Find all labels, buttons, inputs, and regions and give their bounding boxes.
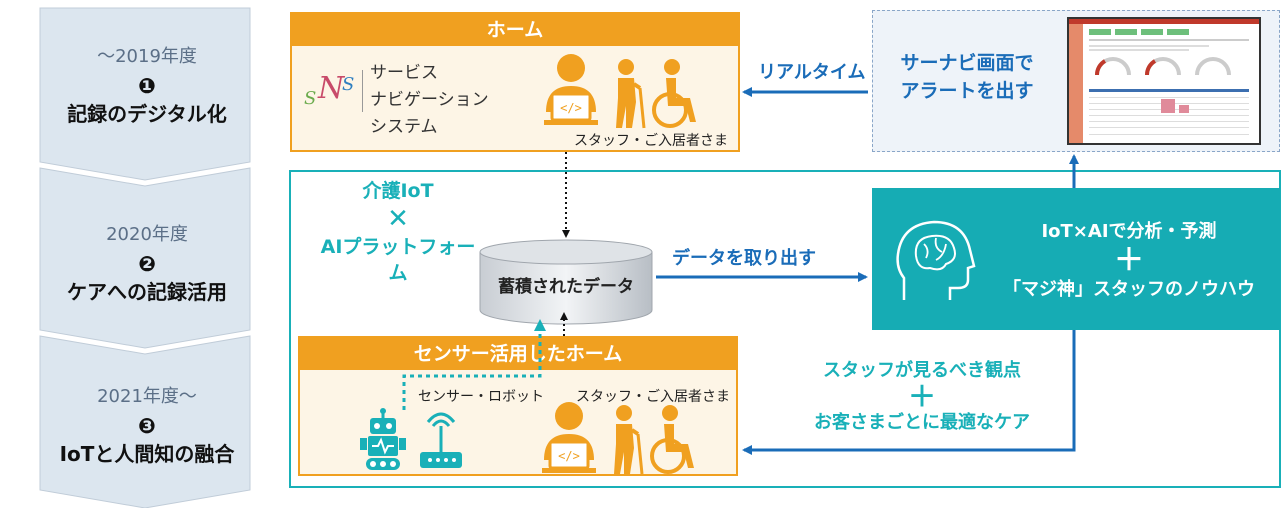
svg-text:</>: </> (558, 449, 580, 463)
extract-label: データを取り出す (672, 248, 816, 269)
phase-2: 2020年度 ❷ ケアへの記録活用 (18, 220, 276, 305)
phase-chevron-1 (39, 7, 251, 181)
svg-text:</>: </> (560, 101, 582, 115)
system-line: システム (370, 117, 438, 137)
wheelchair-icon (652, 59, 696, 128)
alert-line1: サーナビ画面で (900, 52, 1034, 74)
dashboard-thumbnail-graphic (1069, 19, 1259, 143)
alert-label: サーナビ画面で アラートを出す (873, 49, 1061, 105)
phase-year: 2020年度 (106, 224, 188, 245)
phase-1: ～2019年度 ❶ 記録のデジタル化 (18, 42, 276, 127)
phase-number: ❶ (138, 74, 156, 98)
sns-logo: S N S (300, 68, 360, 112)
platform-cross: ✕ (387, 204, 409, 234)
sns-logo-icon: S N S (304, 71, 354, 109)
database-icon (479, 239, 653, 325)
sensor-home-box: センサー活用したホーム センサー・ロボット スタッフ・ご入居者さま </> (298, 336, 738, 476)
phase-year: ～2019年度 (97, 46, 197, 67)
phase-title: 記録のデジタル化 (67, 102, 227, 126)
staff-laptop-icon: </> (544, 54, 598, 125)
sensor-data-path (402, 319, 546, 410)
feedback-line2: お客さまごとに最適なケア (814, 412, 1030, 433)
ai-plus: ＋ (1114, 243, 1144, 278)
ai-line2: 「マジ神」スタッフのノウハウ (1003, 279, 1255, 300)
robot-icon (360, 408, 406, 470)
system-line: ナビゲーション (370, 90, 489, 110)
alert-line2: アラートを出す (900, 80, 1034, 102)
alert-box: サーナビ画面で アラートを出す (872, 10, 1280, 152)
feedback-line1: スタッフが見るべき観点 (823, 360, 1021, 381)
phase-year: 2021年度～ (97, 386, 197, 407)
phase-chevrons (39, 7, 251, 508)
phase-title: IoTと人間知の融合 (59, 442, 235, 466)
ai-line1: IoT×AIで分析・予測 (1041, 221, 1217, 242)
phase-3: 2021年度～ ❸ IoTと人間知の融合 (18, 382, 276, 467)
feedback-arrow (742, 330, 1076, 455)
system-name: サービス ナビゲーション システム (370, 60, 489, 141)
phase-title: ケアへの記録活用 (67, 280, 227, 304)
wheelchair-icon (650, 405, 694, 474)
sensor-icon (420, 412, 462, 468)
ai-box: IoT×AIで分析・予測 ＋ 「マジ神」スタッフのノウハウ (872, 188, 1280, 330)
ai-box-text: IoT×AIで分析・予測 ＋ 「マジ神」スタッフのノウハウ (984, 218, 1274, 304)
elderly-cane-icon (614, 405, 644, 475)
home-people-caption: スタッフ・ご入居者さま (574, 133, 728, 149)
svg-text:N: N (317, 71, 346, 106)
system-line: サービス (370, 63, 438, 83)
feedback-label: スタッフが見るべき観点 ＋ お客さまごとに最適なケア (772, 358, 1072, 436)
svg-text:S: S (304, 88, 316, 109)
svg-text:S: S (342, 74, 354, 95)
home-box: ホーム S N S サービス ナビゲーション システム </> スタッフ・ご入居… (290, 12, 740, 152)
screen-thumbnail (1067, 17, 1261, 145)
home-title: ホーム (292, 14, 738, 46)
staff-laptop-icon: </> (542, 402, 596, 473)
platform-line1: 介護IoT (362, 180, 434, 202)
feedback-plus: ＋ (907, 380, 936, 413)
phase-chevron-2 (39, 167, 251, 349)
platform-label: 介護IoT ✕ AIプラットフォーム (318, 178, 478, 286)
sensor-caption: センサー・ロボット (418, 389, 544, 405)
platform-frame (289, 170, 1281, 488)
sensor-people-caption: スタッフ・ご入居者さま (576, 389, 730, 405)
platform-line2: AIプラットフォーム (320, 236, 476, 284)
phase-chevron-3 (39, 335, 251, 508)
logo-divider (362, 70, 363, 112)
realtime-label: リアルタイム (758, 62, 866, 83)
phase-number: ❷ (138, 252, 156, 276)
phase-number: ❸ (138, 414, 156, 438)
database-label: 蓄積されたデータ (498, 277, 634, 297)
brain-head-icon (896, 220, 976, 300)
elderly-cane-icon (616, 59, 646, 129)
sensor-home-title: センサー活用したホーム (300, 338, 736, 370)
